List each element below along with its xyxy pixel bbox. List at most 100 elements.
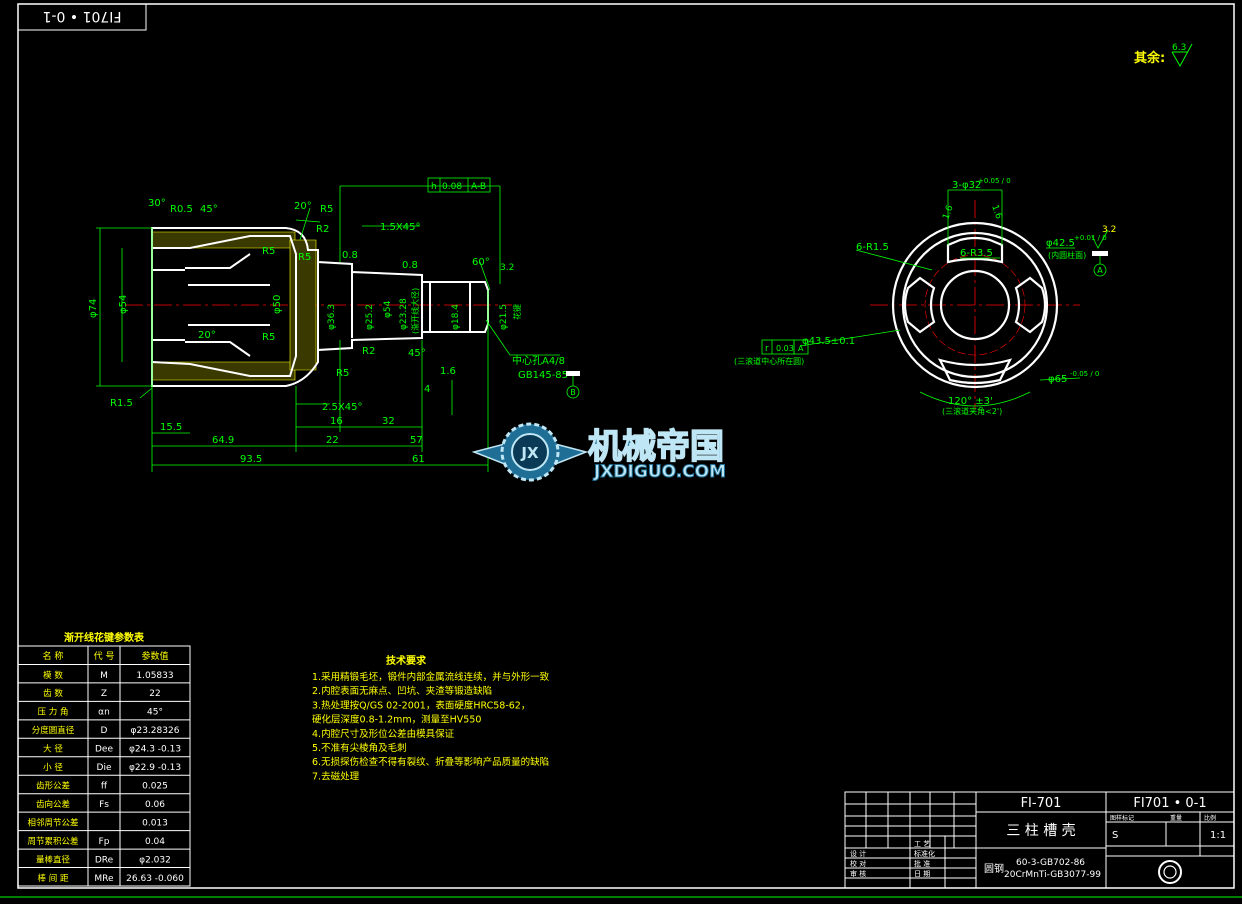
svg-text:φ43.5±0.1: φ43.5±0.1 <box>802 336 855 347</box>
svg-text:设 计: 设 计 <box>850 849 866 858</box>
table-cell: D <box>101 726 108 736</box>
svg-text:3.2: 3.2 <box>1102 225 1116 235</box>
svg-text:3-φ32: 3-φ32 <box>952 180 981 191</box>
svg-text:R2: R2 <box>316 224 329 235</box>
datum-a: A <box>1092 251 1108 277</box>
table-header-cell: 代 号 <box>94 651 115 662</box>
svg-text:1.6: 1.6 <box>989 204 1003 221</box>
material-line1: 60-3-GB702-86 <box>1016 858 1085 868</box>
svg-text:R5: R5 <box>262 332 275 343</box>
svg-text:(三滚道夹角<2'): (三滚道夹角<2') <box>942 406 1002 416</box>
table-cell: M <box>100 671 108 681</box>
svg-text:0.8: 0.8 <box>342 250 358 261</box>
tech-req-line: 1.采用精锻毛坯，锻件内部金属流线连续，并与外形一致 <box>312 671 550 683</box>
scale-value: 1:1 <box>1210 830 1226 841</box>
datum-b: B <box>566 371 580 399</box>
svg-text:校 对: 校 对 <box>850 859 866 868</box>
watermark-emblem: JX <box>471 422 589 482</box>
drawing-number: FI701 • 0-1 <box>1133 796 1206 811</box>
table-cell: 0.025 <box>142 782 168 792</box>
svg-text:0.03: 0.03 <box>776 344 794 353</box>
table-cell: 齿 数 <box>43 688 63 699</box>
watermark-brand: 机械帝国 <box>588 427 724 467</box>
svg-text:1.6: 1.6 <box>941 204 955 221</box>
side-dimension-lines <box>96 185 560 472</box>
table-cell: MRe <box>94 874 114 884</box>
table-cell: Z <box>101 689 107 699</box>
svg-text:6-R1.5: 6-R1.5 <box>856 242 889 253</box>
title-block <box>844 791 1235 889</box>
table-cell: 0.06 <box>145 800 165 810</box>
svg-text:φ74: φ74 <box>88 299 99 318</box>
material-label: 圆钢 <box>984 862 1004 875</box>
svg-text:64.9: 64.9 <box>212 435 234 446</box>
table-header-cell: 参数值 <box>141 650 168 662</box>
svg-text:批 准: 批 准 <box>914 859 930 868</box>
svg-text:3.2: 3.2 <box>500 263 514 273</box>
svg-text:R0.5: R0.5 <box>170 204 193 215</box>
table-cell: αn <box>98 708 110 718</box>
table-cell: 齿向公差 <box>36 799 70 810</box>
company-logo <box>1158 860 1182 884</box>
svg-text:审 核: 审 核 <box>850 869 866 878</box>
svg-text:20°: 20° <box>294 201 312 212</box>
svg-text:φ36.3: φ36.3 <box>327 304 337 330</box>
svg-text:φ23.28: φ23.28 <box>399 298 409 330</box>
table-cell: φ24.3 -0.13 <box>129 745 181 755</box>
table-cell: 大 径 <box>43 744 63 755</box>
tech-req-line: 硬化层深度0.8-1.2mm，测量至HV550 <box>312 714 481 726</box>
svg-text:重量: 重量 <box>1170 814 1182 822</box>
svg-text:1.6: 1.6 <box>440 366 456 377</box>
table-cell: 0.013 <box>142 818 168 828</box>
technical-requirements: 技术要求 1.采用精锻毛坯，锻件内部金属流线连续，并与外形一致2.内腔表面无麻点… <box>312 654 550 782</box>
svg-text:标准化: 标准化 <box>914 849 935 858</box>
table-cell: 相邻周节公差 <box>27 817 78 828</box>
svg-text:R1.5: R1.5 <box>110 398 133 409</box>
position-tolerance-frame: h 0.08 A-B <box>427 177 491 193</box>
table-cell: Die <box>97 763 112 773</box>
part-name: 三 柱 槽 壳 <box>1006 822 1075 839</box>
svg-text:6-R3.5: 6-R3.5 <box>960 248 993 259</box>
svg-text:(三滚道中心所在圆): (三滚道中心所在圆) <box>734 356 804 366</box>
table-cell: 0.04 <box>145 837 165 847</box>
table-cell: 压 力 角 <box>38 707 69 718</box>
top-left-code: FI701 • 0-1 <box>43 8 122 24</box>
runout-tolerance-frame: r 0.03 A (三滚道中心所在圆) <box>734 339 809 366</box>
svg-text:0.8: 0.8 <box>402 260 418 271</box>
table-cell: 模 数 <box>43 670 63 681</box>
table-cell: Fp <box>99 837 110 847</box>
svg-text:GB145-85: GB145-85 <box>518 370 568 381</box>
end-dimension-lines <box>799 189 1109 407</box>
svg-text:φ21.5: φ21.5 <box>499 304 509 330</box>
svg-text:φ42.5: φ42.5 <box>1046 238 1075 249</box>
tech-req-line: 7.去磁处理 <box>312 770 360 782</box>
svg-text:-0.05 / 0: -0.05 / 0 <box>1070 370 1099 378</box>
svg-text:120° ±3': 120° ±3' <box>948 396 993 407</box>
material-line2: 20CrMnTi-GB3077-99 <box>1004 870 1101 880</box>
side-dimension-texts: 30° R0.5 45° 20° R5 R2 1.5X45° R5 0.8 R5… <box>88 198 568 465</box>
part-outline-end <box>891 221 1059 389</box>
svg-text:日 期: 日 期 <box>914 870 930 878</box>
svg-text:R2: R2 <box>362 346 375 357</box>
svg-text:R5: R5 <box>320 204 333 215</box>
table-cell: 45° <box>147 708 163 718</box>
svg-text:45°: 45° <box>408 348 426 359</box>
svg-text:B: B <box>570 388 576 397</box>
table-cell: 22 <box>149 689 160 699</box>
svg-text:工 艺: 工 艺 <box>914 840 930 848</box>
svg-text:R5: R5 <box>262 246 275 257</box>
sheet-frame <box>0 3 1242 898</box>
svg-text:A: A <box>798 344 804 353</box>
table-cell: φ22.9 -0.13 <box>129 763 181 773</box>
svg-text:20°: 20° <box>198 330 216 341</box>
svg-text:6.3: 6.3 <box>1172 43 1186 53</box>
svg-text:22: 22 <box>326 435 339 446</box>
table-cell: 棒 间 距 <box>38 873 69 884</box>
svg-text:45°: 45° <box>200 204 218 215</box>
svg-text:其余:: 其余: <box>1134 50 1165 66</box>
spline-table-title: 渐开线花键参数表 <box>64 631 145 644</box>
svg-text:61: 61 <box>412 454 425 465</box>
svg-text:15.5: 15.5 <box>160 422 182 433</box>
